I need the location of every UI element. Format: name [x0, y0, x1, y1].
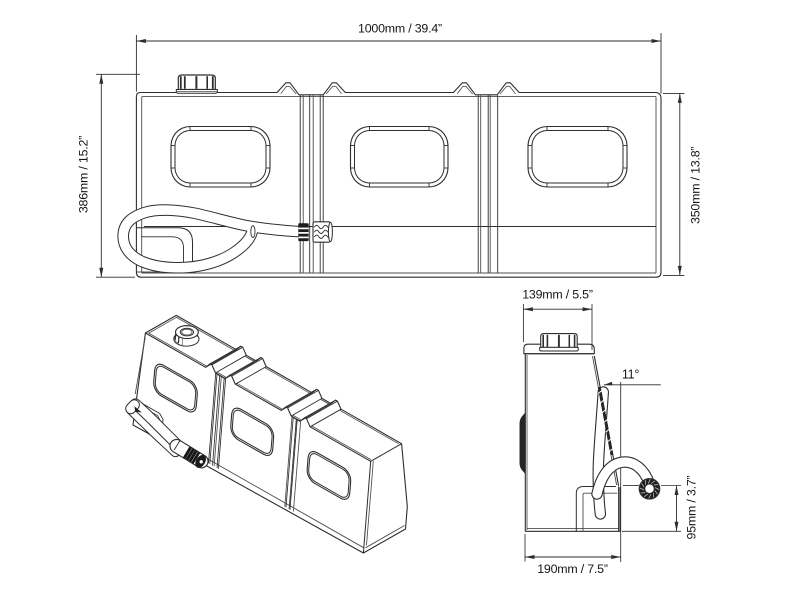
svg-text:350mm / 13.8”: 350mm / 13.8”	[689, 147, 703, 224]
svg-text:386mm / 15.2”: 386mm / 15.2”	[77, 136, 91, 213]
svg-text:1000mm / 39.4”: 1000mm / 39.4”	[358, 21, 442, 35]
svg-text:11°: 11°	[622, 368, 640, 382]
svg-text:139mm / 5.5”: 139mm / 5.5”	[522, 287, 593, 301]
svg-text:95mm / 3.7”: 95mm / 3.7”	[685, 475, 699, 539]
svg-text:190mm / 7.5”: 190mm / 7.5”	[537, 562, 608, 576]
